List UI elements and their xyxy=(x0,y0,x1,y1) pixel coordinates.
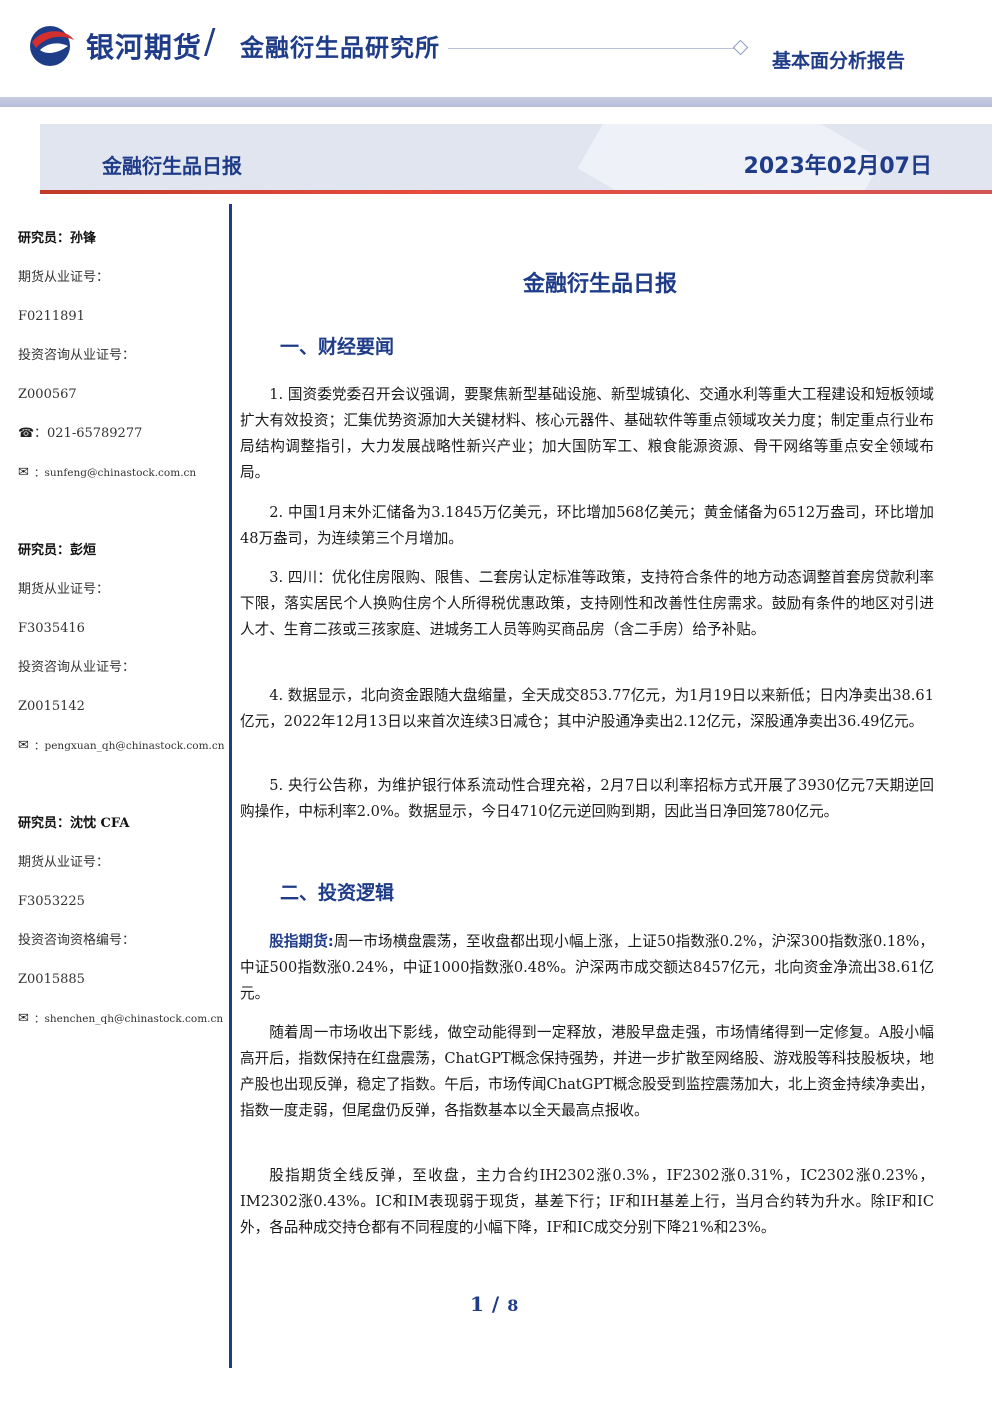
page-separator: / xyxy=(491,1292,500,1316)
analyst-card: 研究员：孙锋 期货从业证号： F0211891 投资咨询从业证号： Z00056… xyxy=(18,226,230,538)
email-row[interactable]: ✉ ：pengxuan_qh@chinastock.com.cn xyxy=(18,733,230,772)
header-band xyxy=(0,97,992,107)
phone-number: ：021-65789277 xyxy=(34,426,143,441)
futures-license-label: 期货从业证号： xyxy=(18,270,110,285)
futures-license-id: F0211891 xyxy=(18,309,85,324)
advisory-license-id: Z0015142 xyxy=(18,699,85,714)
email-icon: ✉ xyxy=(18,738,29,753)
galaxy-logo-icon xyxy=(30,26,74,66)
advisory-license-id: Z000567 xyxy=(18,387,77,402)
news-item-5: 5. 央行公告称，为维护银行体系流动性合理充裕，2月7日以利率招标方式开展了39… xyxy=(240,777,934,820)
analyst-card: 研究员：沈忱 CFA 期货从业证号： F3053225 投资咨询资格编号： Z0… xyxy=(18,811,230,1045)
analyst-name: 研究员：彭烜 xyxy=(18,543,97,558)
analyst-sidebar: 研究员：孙锋 期货从业证号： F0211891 投资咨询从业证号： Z00056… xyxy=(18,226,230,1045)
section-heading-logic: 二、投资逻辑 xyxy=(280,882,395,904)
brand-name: 银河期货 xyxy=(86,31,203,64)
report-type: 基本面分析报告 xyxy=(772,50,906,72)
futures-license-id: F3035416 xyxy=(18,621,85,636)
banner-title: 金融衍生品日报 xyxy=(102,154,242,178)
advisory-license-id: Z0015885 xyxy=(18,972,85,987)
header-rule xyxy=(448,48,734,49)
futures-license-label: 期货从业证号： xyxy=(18,855,110,870)
document-title: 金融衍生品日报 xyxy=(522,272,677,297)
phone-icon: ☎ xyxy=(18,426,35,441)
news-item-2: 2. 中国1月末外汇储备为3.1845万亿美元，环比增加568亿美元；黄金储备为… xyxy=(240,504,934,547)
stock-index-paragraph-3: 股指期货全线反弹，至收盘，主力合约IH2302涨0.3%，IF2302涨0.31… xyxy=(240,1167,934,1236)
sidebar-divider xyxy=(229,204,232,1368)
banner-red-rule xyxy=(40,190,992,194)
email-icon: ✉ xyxy=(18,1011,29,1026)
email-address[interactable]: ：sunfeng@chinastock.com.cn xyxy=(34,467,197,479)
email-address[interactable]: ：shenchen_qh@chinastock.com.cn xyxy=(34,1013,224,1025)
title-banner xyxy=(40,124,992,190)
brand-separator: / xyxy=(204,22,216,62)
analyst-card: 研究员：彭烜 期货从业证号： F3035416 投资咨询从业证号： Z00151… xyxy=(18,538,230,811)
current-page: 1 xyxy=(470,1292,484,1316)
analyst-name: 研究员：孙锋 xyxy=(18,231,97,246)
phone-row: ☎：021-65789277 xyxy=(18,421,230,460)
news-item-1: 1. 国资委党委召开会议强调，要聚焦新型基础设施、新型城镇化、交通水利等重大工程… xyxy=(240,386,934,481)
analyst-name: 研究员：沈忱 CFA xyxy=(18,816,130,831)
futures-license-label: 期货从业证号： xyxy=(18,582,110,597)
total-pages: 8 xyxy=(507,1296,519,1315)
news-item-4: 4. 数据显示，北向资金跟随大盘缩量，全天成交853.77亿元，为1月19日以来… xyxy=(240,687,934,730)
email-icon: ✉ xyxy=(18,465,29,480)
report-date: 2023年02月07日 xyxy=(743,154,932,179)
futures-license-id: F3053225 xyxy=(18,894,85,909)
news-item-3: 3. 四川：优化住房限购、限售、二套房认定标准等政策，支持符合条件的地方动态调整… xyxy=(240,569,934,638)
stock-index-paragraph-2: 随着周一市场收出下影线，做空动能得到一定释放，港股早盘走强，市场情绪得到一定修复… xyxy=(240,1024,934,1119)
advisory-license-label: 投资咨询从业证号： xyxy=(18,348,136,363)
email-address[interactable]: ：pengxuan_qh@chinastock.com.cn xyxy=(34,740,225,752)
stock-index-paragraph-1: 股指期货:周一市场横盘震荡，至收盘都出现小幅上涨，上证50指数涨0.2%，沪深3… xyxy=(240,929,934,1007)
advisory-license-label: 投资咨询资格编号： xyxy=(18,933,136,948)
institute-name: 金融衍生品研究所 xyxy=(240,34,440,62)
section-heading-news: 一、财经要闻 xyxy=(280,336,395,358)
stock-index-lead: 股指期货: xyxy=(269,933,334,950)
advisory-license-label: 投资咨询从业证号： xyxy=(18,660,136,675)
email-row[interactable]: ✉ ：shenchen_qh@chinastock.com.cn xyxy=(18,1006,230,1045)
stock-index-text: 周一市场横盘震荡，至收盘都出现小幅上涨，上证50指数涨0.2%，沪深300指数涨… xyxy=(240,933,934,1002)
email-row[interactable]: ✉ ：sunfeng@chinastock.com.cn xyxy=(18,460,230,499)
diamond-icon xyxy=(732,39,749,56)
page-number: 1 / 8 xyxy=(470,1292,518,1316)
